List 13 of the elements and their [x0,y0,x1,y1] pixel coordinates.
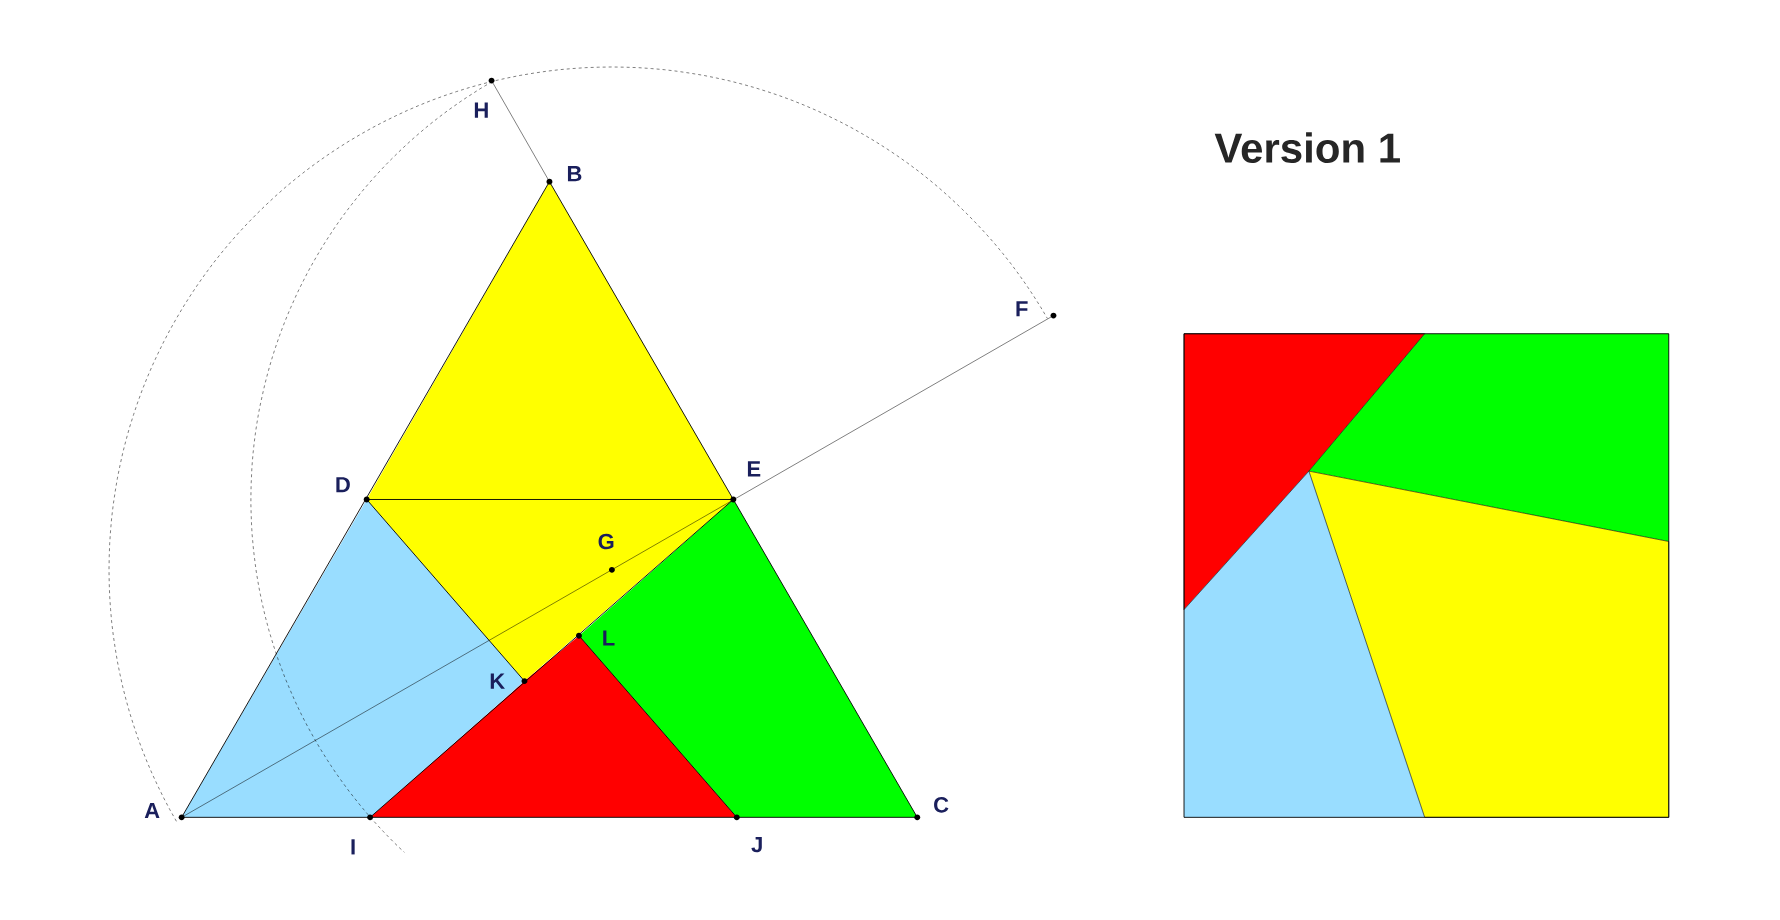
point-label: K [490,673,505,689]
point-label: L [603,630,615,646]
point-label: J [751,836,762,853]
title: Version 1 [1214,132,1400,163]
point-label: B [567,166,582,182]
point-label: F [1016,301,1028,317]
point-label: H [474,102,488,118]
point-label: I [351,839,355,855]
point-label: C [934,797,949,813]
point-label: E [747,461,761,477]
point-label: D [336,477,350,493]
point-label: A [144,803,160,819]
point-label: G [598,533,614,550]
